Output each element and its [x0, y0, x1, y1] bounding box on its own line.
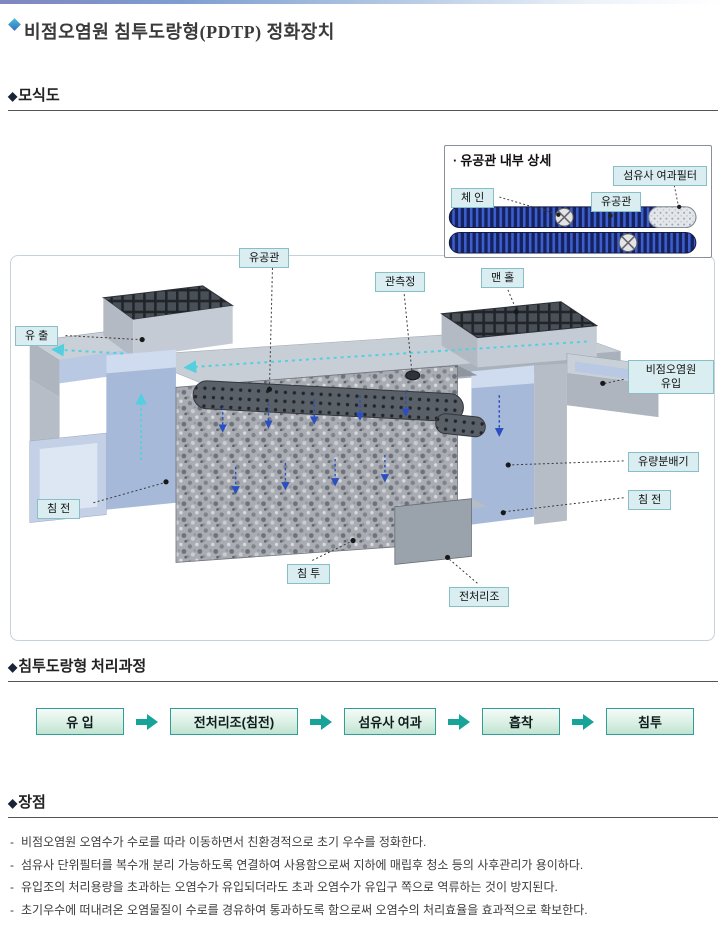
inset-title-text: 유공관 내부 상세 [460, 153, 552, 168]
diagram-label-inflow: 비점오염원 유입 [628, 360, 714, 394]
flow-step-fiber-filtration: 섬유사 여과 [344, 708, 436, 735]
diagram-container: 유공관 관측정 맨 홀 유 출 비점오염원 유입 유량분배기 침 전 침 전 침… [10, 248, 715, 641]
advantage-item: - 초기우수에 떠내려온 오염물질이 수로를 경유하여 통과하도록 함으로써 오… [10, 899, 715, 922]
inset-label-chain: 체 인 [451, 188, 495, 208]
advantage-item: - 비점오염원 오염수가 수로를 따라 이동하면서 친환경적으로 초기 우수를 … [10, 831, 715, 854]
section-title-advantages: 장점 [18, 795, 46, 811]
advantages-list: - 비점오염원 오염수가 수로를 따라 이동하면서 친환경적으로 초기 우수를 … [10, 831, 715, 921]
inflow-line2: 유입 [660, 378, 682, 390]
flow-arrow-icon [310, 713, 332, 730]
section-title-schematic: 모식도 [18, 88, 60, 104]
pipe-detail-illustration [448, 185, 697, 254]
section-header-advantages: ◆장점 [8, 791, 718, 818]
top-gradient-bar [0, 0, 725, 4]
advantage-item: - 유입조의 처리용량을 초과하는 오염수가 유입되더라도 초과 오염수가 유입… [10, 876, 715, 899]
advantage-text: 유입조의 처리용량을 초과하는 오염수가 유입되더라도 초과 오염수가 유입구 … [21, 880, 558, 894]
diagram-illustration [28, 267, 659, 584]
dash-bullet: - [10, 880, 14, 894]
flow-step-inflow: 유 입 [36, 708, 124, 735]
diagram-label-outflow: 유 출 [15, 326, 59, 346]
advantage-item: - 섬유사 단위필터를 복수개 분리 가능하도록 연결하여 사용함으로써 지하에… [10, 854, 715, 877]
flow-arrow-icon [136, 713, 158, 730]
title-sparkle-icon [8, 18, 21, 31]
section-header-process: ◆침투도랑형 처리과정 [8, 655, 718, 682]
inset-label-pipe: 유공관 [591, 192, 642, 212]
diagram-label-manhole: 맨 홀 [481, 268, 525, 288]
diagram-label-sedimentation-left: 침 전 [37, 499, 81, 519]
diagram-label-flow-distributor: 유량분배기 [628, 452, 699, 472]
flow-step-infiltration: 침투 [606, 708, 694, 735]
diamond-marker-icon: ◆ [8, 89, 18, 103]
diagram-label-pipe: 유공관 [239, 248, 290, 268]
dash-bullet: - [10, 835, 14, 849]
flow-arrow-icon [572, 713, 594, 730]
diagram-label-observation-well: 관측정 [375, 272, 426, 292]
diamond-marker-icon: ◆ [8, 796, 18, 810]
dash-bullet: - [10, 857, 14, 872]
inset-title: ·유공관 내부 상세 [453, 150, 551, 169]
diagram-label-infiltration: 침 투 [287, 564, 331, 584]
section-title-process: 침투도랑형 처리과정 [18, 659, 147, 675]
schematic-area: ·유공관 내부 상세 [10, 111, 715, 643]
process-flow-row: 유 입 전처리조(침전) 섬유사 여과 흡착 침투 [36, 708, 725, 735]
advantage-text: 비점오염원 오염수가 수로를 따라 이동하면서 친환경적으로 초기 우수를 정화… [21, 835, 427, 849]
diamond-marker-icon: ◆ [8, 660, 18, 674]
diagram-label-pretreatment-tank: 전처리조 [449, 587, 510, 607]
page-title: 비점오염원 침투도랑형(PDTP) 정화장치 [24, 22, 335, 42]
advantage-text: 초기우수에 떠내려온 오염물질이 수로를 경유하여 통과하도록 함으로써 오염수… [21, 902, 588, 917]
dot-marker-icon: · [453, 153, 458, 168]
dash-bullet: - [10, 902, 14, 917]
flow-arrow-icon [448, 713, 470, 730]
inset-label-fiber-filter: 섬유사 여과필터 [613, 166, 707, 186]
diagram-label-sedimentation-right: 침 전 [628, 490, 672, 510]
advantage-text: 섬유사 단위필터를 복수개 분리 가능하도록 연결하여 사용함으로써 지하에 매… [21, 857, 584, 872]
inflow-line1: 비점오염원 [645, 364, 697, 376]
section-header-schematic: ◆모식도 [8, 84, 718, 111]
flow-step-pretreatment: 전처리조(침전) [170, 708, 298, 735]
inset-pipe-detail: ·유공관 내부 상세 [444, 145, 712, 258]
title-row: 비점오염원 침투도랑형(PDTP) 정화장치 [0, 4, 725, 44]
flow-step-adsorption: 흡착 [482, 708, 560, 735]
